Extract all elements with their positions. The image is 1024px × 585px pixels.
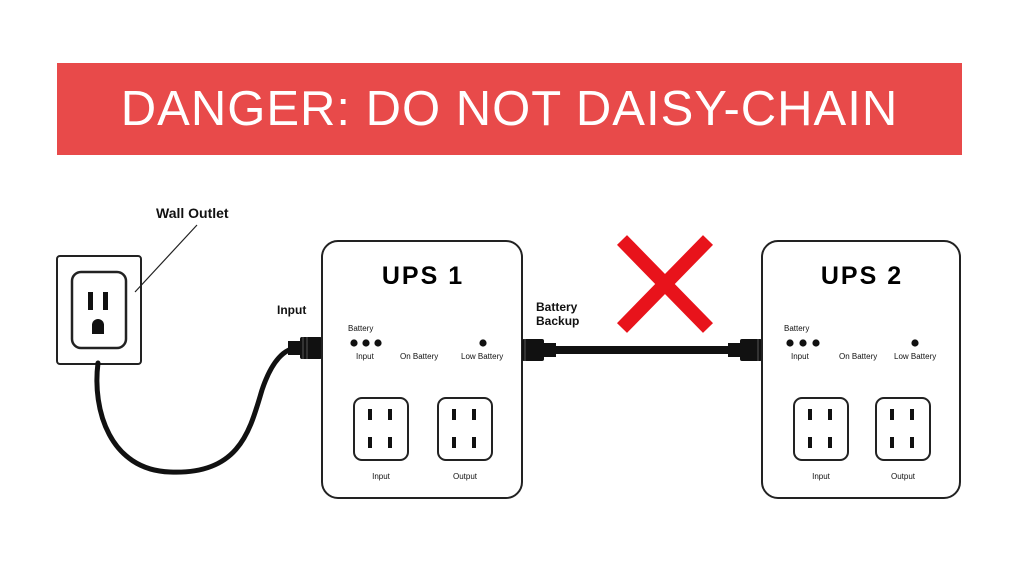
ups1-input-outlet-icon: [353, 397, 409, 461]
ups1-input-outlet-label: Input: [372, 472, 390, 481]
ups2-on-battery-label: On Battery: [839, 352, 878, 361]
ups2-output-outlet-icon: [875, 397, 931, 461]
danger-banner: DANGER: DO NOT DAISY-CHAIN: [57, 63, 962, 155]
ups2-led-indicator-icon: [786, 339, 919, 347]
ups1-output-outlet-label: Output: [452, 472, 478, 481]
battery-backup-label: Battery Backup: [536, 300, 580, 328]
input-plug: [288, 337, 322, 359]
power-cable-icon: [94, 345, 301, 475]
ups1-led-indicator-icon: [350, 339, 487, 347]
ups2-output-outlet-label: Output: [890, 472, 916, 481]
ups1-input-indicator-label: Input: [356, 352, 374, 361]
ups2-input-indicator-label: Input: [791, 352, 809, 361]
danger-banner-bg: [57, 63, 962, 155]
ups2-title: UPS 2: [820, 262, 904, 290]
ups2-battery-indicator-label: Battery: [784, 324, 810, 333]
ups1-battery-indicator-label: Battery: [348, 324, 374, 333]
wall-outlet-pointer: [134, 224, 198, 293]
input-cable-label: Input: [277, 303, 307, 317]
ups1-on-battery-label: On Battery: [400, 352, 439, 361]
wall-outlet-icon: [56, 255, 142, 365]
wall-outlet-label: Wall Outlet: [156, 205, 229, 221]
ups2-input-outlet-label: Input: [812, 472, 830, 481]
x-mark-icon: [616, 235, 714, 333]
battery-backup-cable: [522, 339, 762, 361]
ups1-low-battery-label: Low Battery: [461, 352, 504, 361]
ups2-input-outlet-icon: [793, 397, 849, 461]
ups1-title: UPS 1: [381, 262, 465, 290]
danger-banner-text: DANGER: DO NOT DAISY-CHAIN: [120, 82, 899, 136]
ups2-low-battery-label: Low Battery: [894, 352, 937, 361]
ups1-output-outlet-icon: [437, 397, 493, 461]
